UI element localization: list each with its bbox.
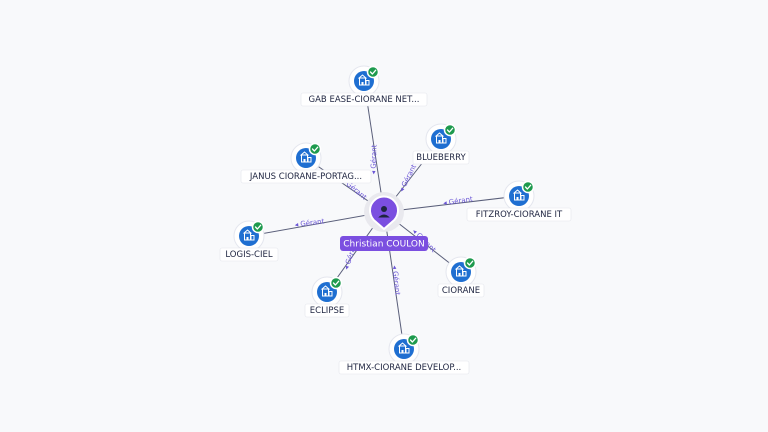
company-node-ciorane[interactable]: CIORANE [437,256,485,298]
check-icon [366,65,380,79]
edge-label-gerant: ◂ Gérant [398,163,419,193]
check-icon [251,220,265,234]
company-label-background [338,360,470,375]
building-icon [398,342,410,354]
company-node-htmx[interactable]: HTMX-CIORANE DEVELOP... [338,333,470,375]
company-label-background [219,247,279,262]
person-icon [378,206,390,218]
company-label: HTMX-CIORANE DEVELOP... [347,363,461,373]
company-node-eclipse[interactable]: ECLIPSE [304,276,350,318]
center-person-node[interactable]: Christian COULON [340,192,428,251]
company-label: LOGIS-CIEL [225,250,272,260]
check-icon [308,142,322,156]
edge-label-gerant: ◂ Gérant [390,265,401,296]
person-pin-icon [369,195,399,231]
center-person-label: Christian COULON [343,240,424,250]
building-icon [243,229,255,241]
company-label: BLUEBERRY [416,153,466,163]
company-label-background [437,283,485,298]
company-label-background [412,150,470,165]
edge-label-gerant: ◂ Gérant [443,195,474,207]
company-label-background [240,169,372,184]
company-label: FITZROY-CIORANE IT [476,210,563,220]
center-label-background [340,236,428,251]
companies-layer: GAB EASE-CIORANE NET... BLUEBERRY JANUS CI… [219,65,572,375]
edge-line [383,211,405,350]
company-node-janus[interactable]: JANUS CIORANE-PORTAG... [240,142,372,184]
edge-label-gerant: ◂ Gérant [294,217,325,229]
company-label-background [300,92,428,107]
company-label: GAB EASE-CIORANE NET... [309,95,420,105]
edge-htmx: ◂ Gérant [383,211,405,350]
company-label: ECLIPSE [310,306,344,316]
check-icon [329,276,343,290]
company-node-logis-ciel[interactable]: LOGIS-CIEL [219,220,279,262]
check-icon [406,333,420,347]
company-node-gab-ease[interactable]: GAB EASE-CIORANE NET... [300,65,428,107]
building-icon [455,265,467,277]
company-label: CIORANE [442,286,480,296]
check-icon [443,123,457,137]
company-node-fitzroy[interactable]: FITZROY-CIORANE IT [466,180,572,222]
company-label: JANUS CIORANE-PORTAG... [249,172,362,182]
company-label-background [466,207,572,222]
company-label-background [304,303,350,318]
building-icon [300,151,312,163]
check-icon [521,180,535,194]
building-icon [435,132,447,144]
building-icon [513,189,525,201]
company-node-blueberry[interactable]: BLUEBERRY [412,123,470,165]
edge-logis-ciel: ◂ Gérant [248,211,385,237]
building-icon [321,285,333,297]
edge-line [383,195,520,213]
edge-label-gerant: ◂ Gérant [369,144,378,174]
check-icon [463,256,477,270]
building-icon [358,74,370,86]
edge-line [248,211,385,237]
